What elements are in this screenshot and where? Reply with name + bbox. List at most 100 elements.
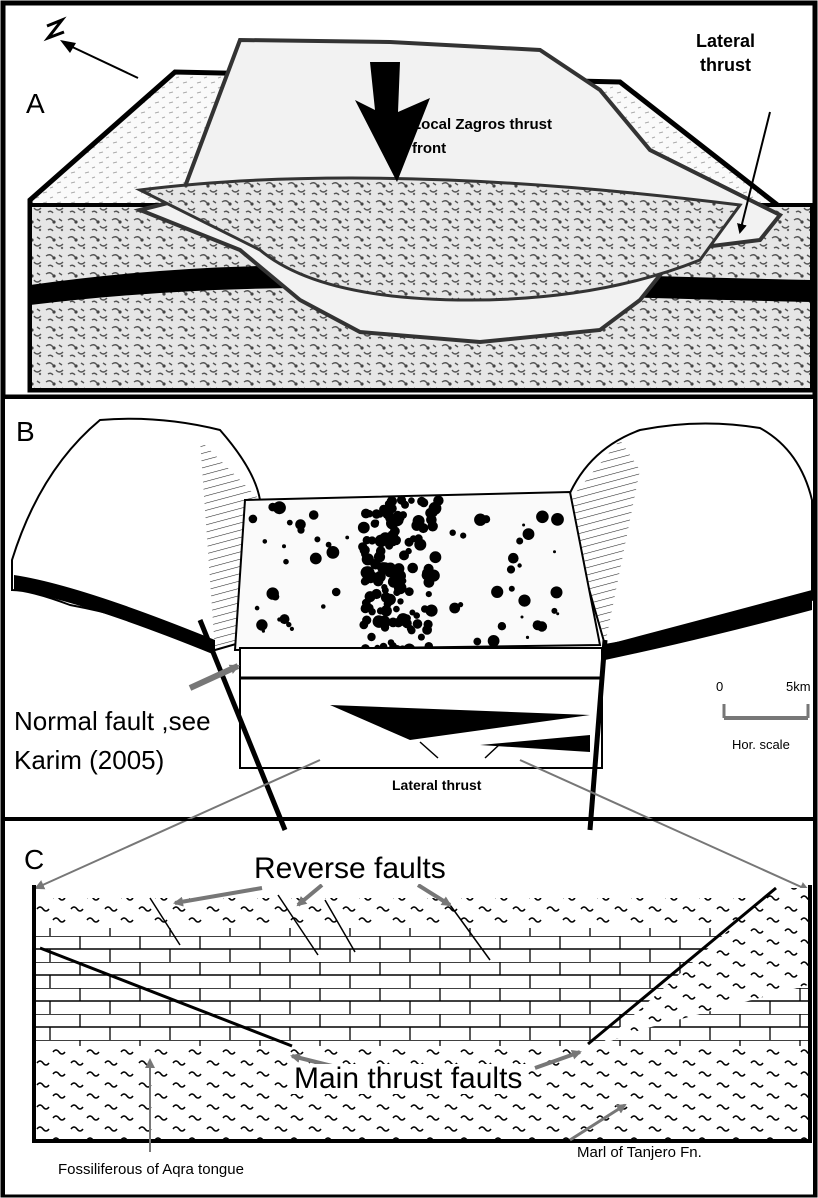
fossil-dot [263, 539, 268, 544]
fossil-dot [389, 577, 399, 587]
fossil-dot [371, 520, 379, 528]
fossil-dot [358, 542, 367, 551]
fossil-dot [516, 538, 523, 545]
fossil-dot [361, 551, 367, 557]
fossiliferous-label: Fossiliferous of Aqra tongue [58, 1162, 244, 1177]
fossil-dot [375, 535, 388, 548]
main-thrust-faults-label: Main thrust faults [290, 1064, 526, 1094]
zagros-front-line2: front [412, 141, 552, 156]
fossil-dot [518, 595, 530, 607]
fossil-dot [388, 639, 395, 646]
fossil-dot [321, 604, 326, 609]
fossil-dot [418, 634, 425, 641]
fossil-dot [314, 536, 320, 542]
fossil-dot [283, 559, 289, 565]
fossil-dot [381, 605, 392, 616]
fossil-dot [326, 542, 332, 548]
fossil-dot [433, 495, 443, 505]
fossil-dot [405, 538, 414, 547]
fossil-dot [450, 530, 456, 536]
fossil-dot [413, 619, 423, 629]
lateral-thrust-line1: Lateral [696, 32, 755, 50]
zagros-front-label: Local Zagros thrust front [412, 117, 552, 156]
fossil-dot [407, 563, 418, 574]
fossil-dot [536, 511, 549, 524]
fossil-dot [397, 495, 406, 504]
reverse-faults-label: Reverse faults [250, 854, 450, 884]
fossil-dot [458, 602, 463, 607]
fossil-dot [345, 536, 349, 540]
basin-section [240, 648, 602, 768]
fossil-dot [371, 589, 381, 599]
fossil-dot [473, 638, 481, 646]
fossil-dot [509, 586, 515, 592]
fossil-dot [424, 620, 433, 629]
fossil-dot [551, 586, 563, 598]
normal-fault-line1: Normal fault ,see [14, 708, 211, 734]
scale-caption: Hor. scale [732, 738, 790, 751]
fossil-dot [553, 550, 556, 553]
fossil-dot [380, 617, 386, 623]
fossil-dot [551, 513, 564, 526]
panel-c-letter: C [24, 846, 44, 874]
fossil-dot [399, 511, 407, 519]
fossil-dot [397, 598, 403, 604]
fossil-dot [418, 523, 428, 533]
scale-distance: 5km [786, 680, 811, 693]
fossil-dot [405, 548, 411, 554]
fossil-dot [415, 534, 423, 542]
fossil-dot [428, 521, 438, 531]
lateral-thrust-label-b: Lateral thrust [392, 778, 481, 792]
zagros-front-line1: Local Zagros thrust [412, 117, 552, 132]
fossil-dot [517, 563, 521, 567]
fossil-dot [407, 625, 414, 632]
normal-fault-label: Normal fault ,see Karim (2005) [14, 708, 211, 773]
fossil-dot [332, 588, 341, 597]
fossil-dot [381, 584, 387, 590]
fossil-dot [385, 563, 397, 575]
fossil-dot [523, 528, 535, 540]
fossil-dot [310, 553, 322, 565]
fossil-dot [508, 553, 519, 564]
fossil-dot [474, 514, 486, 526]
fossil-dot [256, 619, 267, 630]
fossil-dot [423, 573, 430, 580]
fossil-dot [498, 622, 506, 630]
fossil-dot [426, 591, 432, 597]
fossil-dot [389, 534, 395, 540]
fossil-dot [282, 544, 286, 548]
fossil-dot [367, 633, 375, 641]
fossil-dot [290, 627, 294, 631]
fossil-dot [358, 522, 370, 534]
normal-fault-line2: Karim (2005) [14, 747, 211, 773]
fossil-dot [460, 533, 466, 539]
fossil-dot [385, 515, 392, 522]
fossil-dot [359, 621, 368, 630]
fossil-dot [413, 612, 420, 619]
fossil-dot [268, 503, 277, 512]
fossil-dot [425, 605, 437, 617]
fossil-dot [309, 510, 319, 520]
fossil-dot [368, 608, 375, 615]
fossil-dot [297, 527, 304, 534]
lateral-thrust-line2: thrust [696, 56, 755, 74]
fossil-dot [277, 617, 281, 621]
fossil-dot [488, 635, 500, 647]
marl-label: Marl of Tanjero Fn. [577, 1145, 702, 1160]
fossil-dot [424, 564, 434, 574]
fossil-dot [521, 616, 524, 619]
fossil-dot [419, 498, 428, 507]
fossil-dot [394, 618, 404, 628]
fossil-dot [249, 515, 258, 524]
fossil-dot [381, 592, 391, 602]
fossil-dot [327, 546, 340, 559]
fossil-dot [507, 565, 515, 573]
panel-a-letter: A [26, 90, 45, 118]
fossil-dot [379, 505, 388, 514]
fossil-dot [255, 606, 260, 611]
fossil-dot [267, 587, 279, 599]
fossil-dot [522, 524, 525, 527]
fossil-dot [287, 520, 293, 526]
fossil-dot [430, 551, 442, 563]
